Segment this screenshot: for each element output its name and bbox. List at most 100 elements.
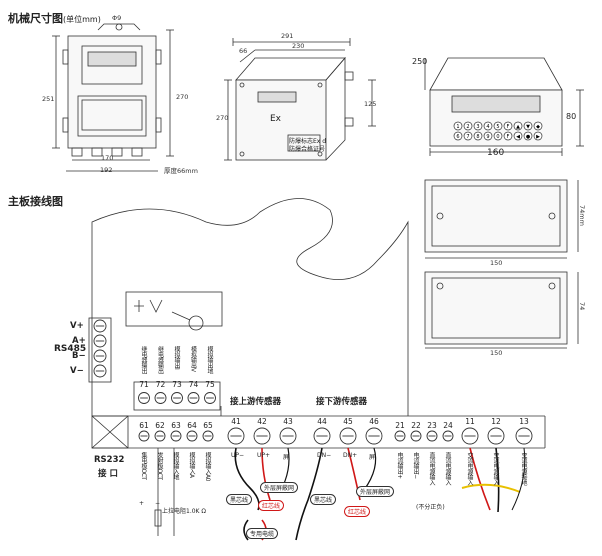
dim-66: 66 <box>239 47 248 55</box>
upper-term-label-73: 模拟输出I <box>173 346 180 370</box>
main-term-label-64: 模拟输入A <box>188 452 195 478</box>
keypad-key-1 <box>463 121 473 131</box>
rs485-screws <box>93 319 107 378</box>
rs232-sub: 接 口 <box>98 469 118 479</box>
keypad-key-label-14: F <box>507 134 510 140</box>
main-term-num-21: 21 <box>395 421 405 430</box>
keypad-key-14 <box>503 131 513 141</box>
main-term-num-45: 45 <box>343 417 353 426</box>
keypad-key-label-8: ◆ <box>536 124 540 130</box>
wire-shield2-label: 外层屏蔽网 <box>356 486 395 497</box>
wire-shield-label: 外层屏蔽网 <box>260 482 299 493</box>
keypad-key-label-2: 3 <box>476 124 479 130</box>
main-term-sign-45: DN+ <box>343 452 358 459</box>
dim-80: 80 <box>566 112 577 121</box>
dim-74mm: 74mm <box>578 205 586 226</box>
dim-251: 251 <box>42 95 55 103</box>
rs485-vplus: V+ <box>70 321 84 331</box>
dim-250: 250 <box>412 57 428 66</box>
main-term-label-11: 交流电源输入 <box>466 452 473 485</box>
keypad-key-6 <box>513 121 523 131</box>
main-term-sign-46: 屏 <box>369 454 376 461</box>
view-c-panel <box>424 57 584 156</box>
keypad-key-label-13: 0 <box>496 134 499 140</box>
main-term-num-12: 12 <box>491 417 501 426</box>
dim-192: 192 <box>100 166 113 174</box>
keypad-key-2 <box>473 121 483 131</box>
main-term-label-24: 直流电源输入 <box>444 452 451 485</box>
ex-plate-1: 防爆标志Ex d <box>289 138 327 145</box>
dim-170: 170 <box>101 154 114 162</box>
keypad-key-15 <box>513 131 523 141</box>
keypad-key-7 <box>523 121 533 131</box>
keypad-key-3 <box>483 121 493 131</box>
main-term-label-22: 电流输出− <box>412 452 419 479</box>
dim-270: 270 <box>176 93 189 101</box>
keypad-key-16 <box>523 131 533 141</box>
rs485-aplus: A+ <box>72 336 86 346</box>
main-term-label-63: 模拟输入地 <box>172 452 179 480</box>
upper-term-num-74: 74 <box>188 380 199 389</box>
main-term-num-23: 23 <box>427 421 437 430</box>
wire-red-label: 红芯线 <box>258 500 285 511</box>
dims-unit: (单位mm) <box>63 15 101 24</box>
keypad-key-label-4: 5 <box>496 124 499 130</box>
keypad-key-label-17: ▶ <box>536 134 540 140</box>
main-screws <box>138 427 533 445</box>
wire-special-label: 专用电缆 <box>246 528 279 539</box>
dim-160: 160 <box>487 148 505 158</box>
wire-black-label: 黑芯线 <box>226 494 253 505</box>
upper-screws <box>138 392 216 404</box>
dim-125: 125 <box>364 100 377 108</box>
main-term-sign-61: + <box>139 500 145 507</box>
main-term-num-61: 61 <box>139 421 149 430</box>
main-term-num-65: 65 <box>203 421 213 430</box>
downstream-label: 接下游传感器 <box>316 397 368 407</box>
wire-black2-label: 黑芯线 <box>310 494 337 505</box>
main-term-num-42: 42 <box>257 417 267 426</box>
main-term-label-12: 交流电源输入 <box>492 452 499 485</box>
main-term-num-44: 44 <box>317 417 327 426</box>
main-term-num-13: 13 <box>519 417 529 426</box>
keypad-key-11 <box>473 131 483 141</box>
main-term-num-64: 64 <box>187 421 197 430</box>
main-term-num-43: 43 <box>283 417 293 426</box>
dim-291: 291 <box>281 32 294 40</box>
main-term-num-22: 22 <box>411 421 421 430</box>
main-term-label-61: 集电极OCT <box>140 452 147 480</box>
view-b-ex-box <box>224 38 376 161</box>
dim-d-150: 150 <box>490 259 503 267</box>
keypad-key-label-15: ◀ <box>516 134 520 140</box>
keypad-key-17 <box>533 131 543 141</box>
upper-term-label-72: 继电器输出 <box>156 346 164 374</box>
keypad-key-label-16: ● <box>526 134 531 140</box>
main-term-num-24: 24 <box>443 421 453 430</box>
keypad-key-label-10: 7 <box>466 134 469 140</box>
upstream-label: 接上游传感器 <box>230 397 282 407</box>
main-term-sign-42: UP+ <box>257 452 271 459</box>
keypad-key-8 <box>533 121 543 131</box>
view-d-panel <box>424 179 579 259</box>
keypad-key-label-1: 2 <box>466 124 469 130</box>
relay-block <box>125 291 223 411</box>
view-a-wall-box <box>52 23 174 172</box>
keypad-key-10 <box>463 131 473 141</box>
main-term-num-46: 46 <box>369 417 379 426</box>
dc-note: (不分正负) <box>416 504 445 511</box>
upper-term-label-75: 模拟输出地 <box>206 346 213 374</box>
keypad-key-label-12: 9 <box>486 134 489 140</box>
keypad-key-9 <box>453 131 463 141</box>
upper-term-label-71: 继电器输出 <box>140 346 147 374</box>
dim-b-270: 270 <box>216 114 229 122</box>
upper-term-label-74: 模拟输出V <box>189 346 197 372</box>
keypad-key-label-0: 1 <box>456 124 459 130</box>
upper-term-num-75: 75 <box>205 380 215 389</box>
upper-term-num-71: 71 <box>139 380 149 389</box>
main-term-num-11: 11 <box>465 417 475 426</box>
dim-74: 74 <box>578 302 586 311</box>
dim-phi: Φ9 <box>112 14 122 22</box>
main-term-label-13: 交流电源接地 <box>520 452 527 485</box>
main-term-label-62: 发射极OCT <box>156 452 163 480</box>
main-term-num-62: 62 <box>155 421 165 430</box>
dim-e-150: 150 <box>490 349 503 357</box>
